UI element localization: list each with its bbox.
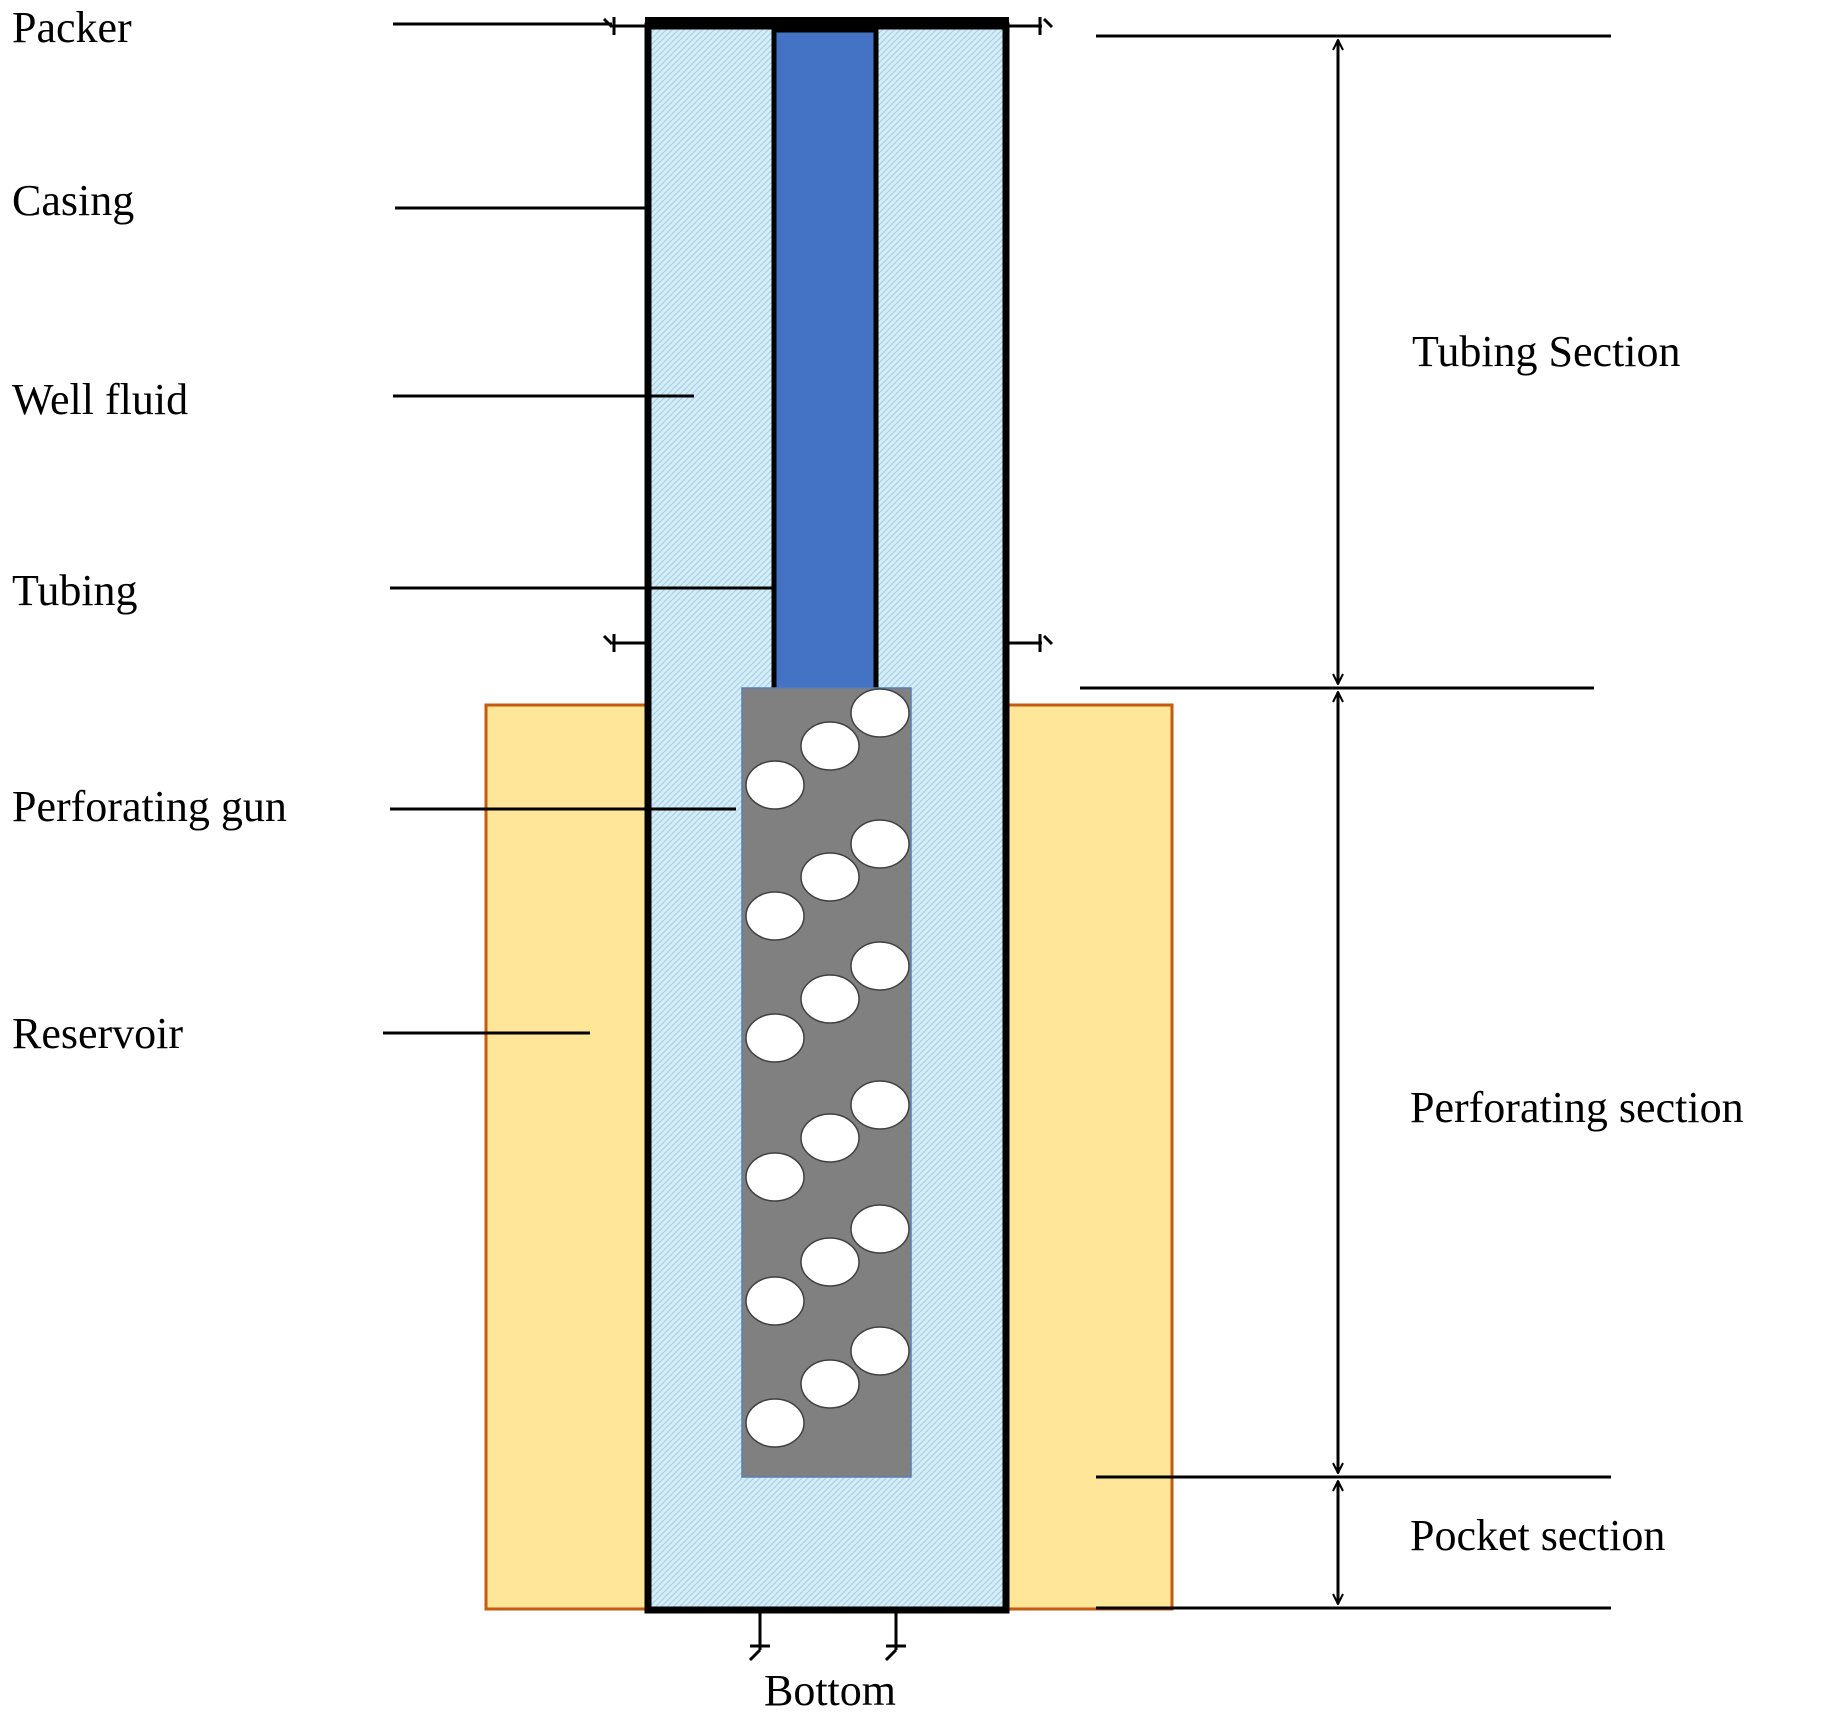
- bottom-anchor-right: [884, 1610, 906, 1662]
- perforation-hole: [850, 941, 910, 991]
- packer-anchor-mid-right: [1006, 634, 1054, 652]
- reservoir-left: [484, 703, 650, 1611]
- perforation-hole: [850, 1326, 910, 1376]
- perforation-hole: [800, 1359, 860, 1409]
- label-pocket-section: Pocket section: [1410, 1511, 1665, 1560]
- perforation-hole: [745, 1276, 805, 1326]
- label-packer: Packer: [12, 3, 132, 52]
- label-perforating-section: Perforating section: [1410, 1083, 1744, 1132]
- tubing: [771, 27, 879, 693]
- perforation-hole: [850, 1080, 910, 1130]
- packer: [645, 17, 1009, 28]
- perforation-hole: [745, 1398, 805, 1448]
- label-reservoir: Reservoir: [12, 1009, 183, 1058]
- label-tubing-section: Tubing Section: [1412, 327, 1681, 376]
- perforation-hole: [745, 1152, 805, 1202]
- perforation-hole: [850, 688, 910, 738]
- perforation-hole: [800, 974, 860, 1024]
- perforation-hole: [850, 819, 910, 869]
- perforation-hole: [800, 852, 860, 902]
- perforation-holes: [745, 688, 910, 1448]
- reservoir-right: [1004, 703, 1174, 1611]
- packer-anchor-mid-left: [602, 634, 648, 652]
- perforation-hole: [800, 721, 860, 771]
- perforation-hole: [850, 1204, 910, 1254]
- perforation-hole: [800, 1237, 860, 1287]
- label-casing: Casing: [12, 176, 134, 225]
- perforation-hole: [745, 891, 805, 941]
- label-bottom: Bottom: [764, 1666, 896, 1715]
- packer-anchor-top-right: [1006, 17, 1054, 35]
- bottom-anchor-left: [748, 1610, 770, 1662]
- label-perforating-gun: Perforating gun: [12, 782, 287, 831]
- packer-anchor-top-left: [602, 17, 648, 35]
- label-well-fluid: Well fluid: [12, 375, 188, 424]
- perforation-hole: [800, 1113, 860, 1163]
- perforation-hole: [745, 1013, 805, 1063]
- label-tubing: Tubing: [12, 566, 138, 615]
- perforation-hole: [745, 760, 805, 810]
